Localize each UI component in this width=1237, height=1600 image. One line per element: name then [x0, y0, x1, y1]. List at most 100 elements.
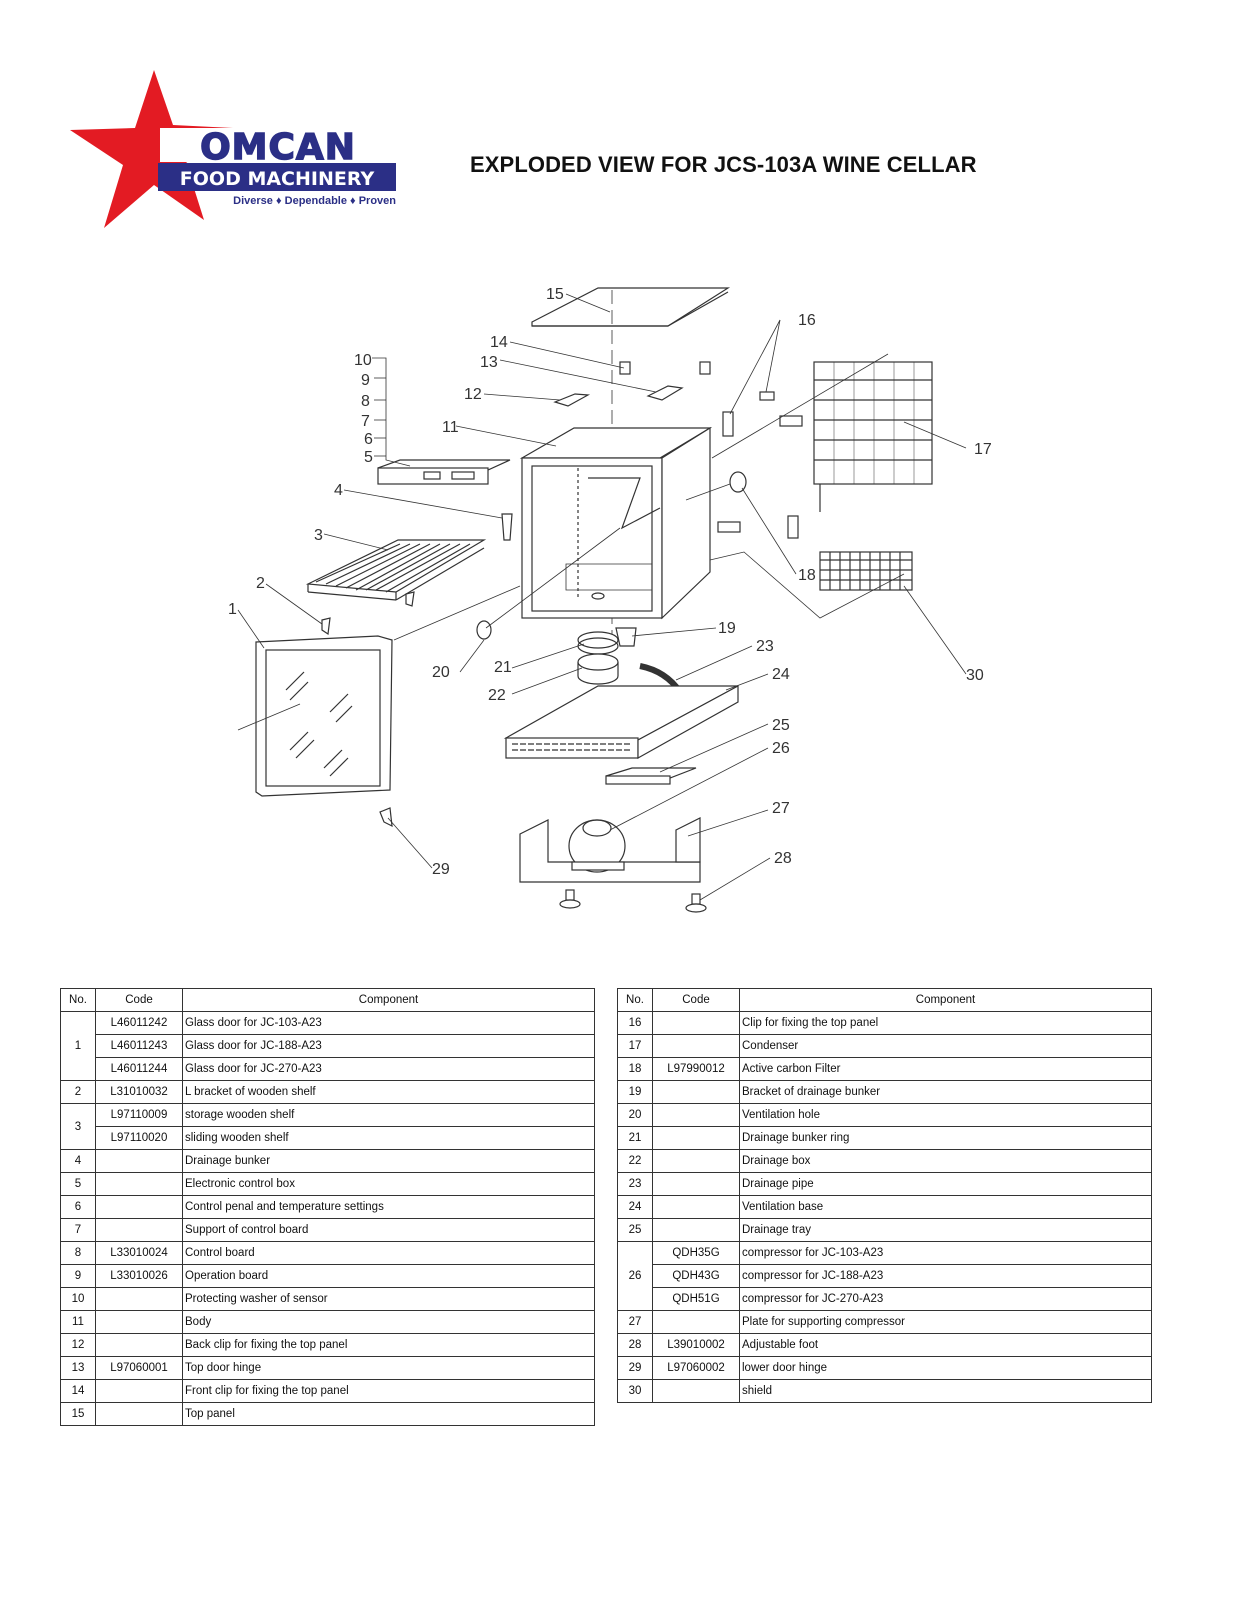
row-code: [95, 1195, 183, 1219]
row-code: [652, 1103, 740, 1127]
row-code: L97110020: [95, 1126, 183, 1150]
row-component: storage wooden shelf: [182, 1103, 595, 1127]
header-code: Code: [95, 988, 183, 1012]
row-no: 23: [617, 1172, 653, 1196]
callout-22: 22: [488, 687, 506, 704]
row-component: Control board: [182, 1241, 595, 1265]
header-no: No.: [60, 988, 96, 1012]
row-code: [95, 1379, 183, 1403]
callout-13: 13: [480, 354, 498, 371]
row-code: L46011242: [95, 1011, 183, 1035]
row-code: [95, 1287, 183, 1311]
row-no: 14: [60, 1379, 96, 1403]
header-code: Code: [652, 988, 740, 1012]
logo-sub-band: [158, 163, 396, 191]
part-front-clip: [619, 361, 631, 375]
table-header-row: No. Code Component: [617, 988, 1152, 1012]
callout-26: 26: [772, 740, 790, 757]
row-no: 8: [60, 1241, 96, 1265]
part-compressor: [568, 819, 626, 873]
row-code: L33010026: [95, 1264, 183, 1288]
row-no: 27: [617, 1310, 653, 1334]
logo-tagline: Diverse ♦ Dependable ♦ Proven: [233, 195, 396, 207]
part-drainage-bunker: [501, 513, 513, 541]
row-code: [652, 1379, 740, 1403]
callout-15: 15: [546, 286, 564, 303]
row-component: Front clip for fixing the top panel: [182, 1379, 595, 1403]
row-no: 10: [60, 1287, 96, 1311]
row-code: [95, 1218, 183, 1242]
header-no: No.: [617, 988, 653, 1012]
callout-17: 17: [974, 441, 992, 458]
callout-10: 10: [354, 352, 372, 369]
row-code: [95, 1402, 183, 1426]
part-body: [519, 426, 713, 620]
logo-omcan-text: OMCAN: [200, 127, 356, 168]
row-code: [652, 1172, 740, 1196]
row-code: [652, 1080, 740, 1104]
callout-24: 24: [772, 666, 790, 683]
row-component: Active carbon Filter: [739, 1057, 1152, 1081]
part-compressor-plate: [519, 817, 701, 883]
row-component: Protecting washer of sensor: [182, 1287, 595, 1311]
row-component: Drainage box: [739, 1149, 1152, 1173]
part-lower-door-hinge: [379, 807, 393, 828]
row-no: 25: [617, 1218, 653, 1242]
row-no: 18: [617, 1057, 653, 1081]
row-code: L97990012: [652, 1057, 740, 1081]
row-component: compressor for JC-270-A23: [739, 1287, 1152, 1311]
row-code: L46011244: [95, 1057, 183, 1081]
row-component: Operation board: [182, 1264, 595, 1288]
row-component: Glass door for JC-270-A23: [182, 1057, 595, 1081]
part-top-panel: [531, 287, 731, 327]
row-no: 12: [60, 1333, 96, 1357]
part-condenser: [813, 361, 933, 512]
row-code: [95, 1310, 183, 1334]
row-component: Plate for supporting compressor: [739, 1310, 1152, 1334]
part-glass-door: [255, 635, 393, 797]
part-adjustable-foot: [559, 889, 707, 913]
callout-27: 27: [772, 800, 790, 817]
row-component: compressor for JC-103-A23: [739, 1241, 1152, 1265]
row-no: 15: [60, 1402, 96, 1426]
callout-18: 18: [798, 567, 816, 584]
row-no: 3: [60, 1103, 96, 1150]
callout-7: 7: [361, 413, 370, 430]
callout-8: 8: [361, 393, 370, 410]
row-no: 5: [60, 1172, 96, 1196]
row-component: compressor for JC-188-A23: [739, 1264, 1152, 1288]
row-component: Glass door for JC-103-A23: [182, 1011, 595, 1035]
row-no: 13: [60, 1356, 96, 1380]
header-component: Component: [739, 988, 1152, 1012]
row-component: Drainage pipe: [739, 1172, 1152, 1196]
part-l-bracket: [321, 617, 331, 636]
row-no: 19: [617, 1080, 653, 1104]
part-clip-16: [722, 411, 734, 437]
row-no: 2: [60, 1080, 96, 1104]
row-component: Clip for fixing the top panel: [739, 1011, 1152, 1035]
callout-2: 2: [256, 575, 265, 592]
callout-5: 5: [364, 449, 373, 466]
part-ventilation-hole: [476, 620, 492, 640]
row-no: 17: [617, 1034, 653, 1058]
row-no: 7: [60, 1218, 96, 1242]
part-carbon-filter: [729, 471, 747, 493]
callout-23: 23: [756, 638, 774, 655]
callout-14: 14: [490, 334, 508, 351]
row-code: [652, 1011, 740, 1035]
part-drainage-bracket: [615, 627, 637, 647]
